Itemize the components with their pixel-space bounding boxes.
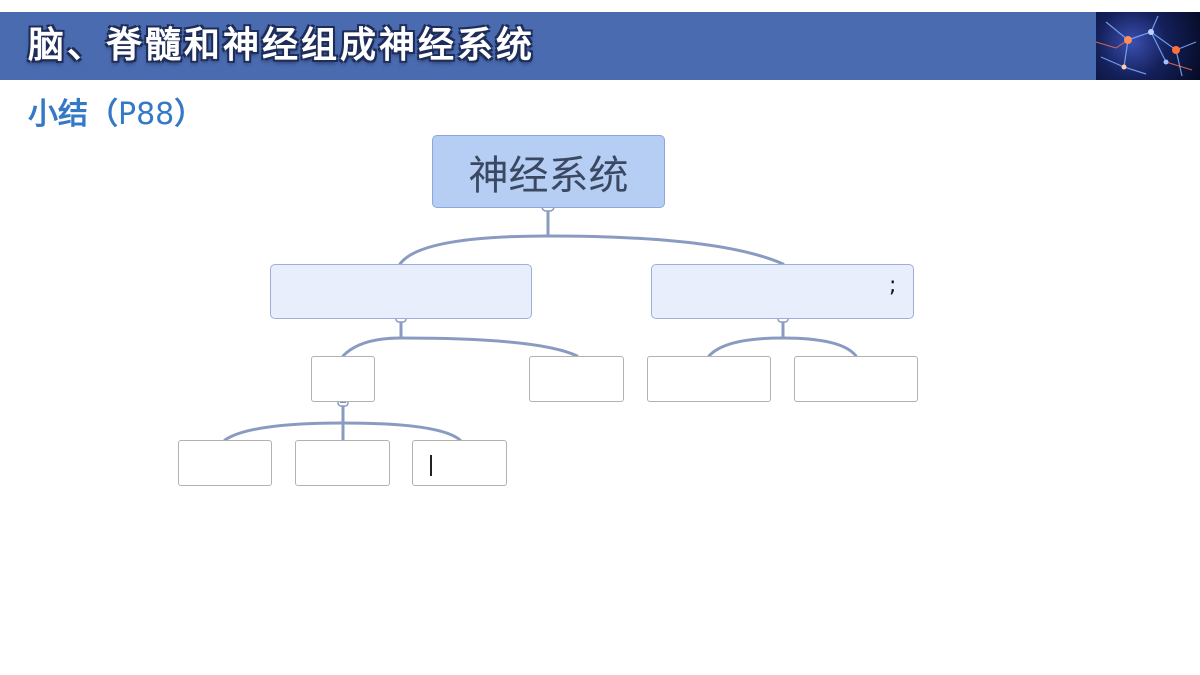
sub-leaf-node-3: [412, 440, 507, 486]
subtitle: 小结（P88）: [28, 92, 204, 138]
root-node: 神经系统: [432, 135, 665, 208]
branch-node-right: [651, 264, 914, 319]
branch-node-left: [270, 264, 532, 319]
subtitle-close: ）: [174, 97, 205, 132]
connector-small-branches: [223, 421, 462, 442]
connector-left-branches: [341, 336, 579, 358]
slide-title: 脑、脊髓和神经组成神经系统: [28, 25, 536, 66]
neuron-image: [1096, 12, 1200, 80]
connector-right-branches: [707, 336, 858, 358]
subtitle-label: 小结（: [28, 97, 118, 132]
title-banner: 脑、脊髓和神经组成神经系统: [0, 12, 1200, 80]
subtitle-page: P88: [118, 97, 175, 132]
text-cursor-mark: [430, 455, 432, 476]
sub-leaf-node-2: [295, 440, 390, 486]
branch-right-mark: ;: [889, 273, 897, 298]
leaf-node-right-2: [794, 356, 918, 402]
sub-leaf-node-1: [178, 440, 272, 486]
leaf-node-left-2: [529, 356, 624, 402]
connector-root-branches: [398, 234, 785, 266]
leaf-node-left-1: [311, 356, 375, 402]
leaf-node-right-1: [647, 356, 771, 402]
